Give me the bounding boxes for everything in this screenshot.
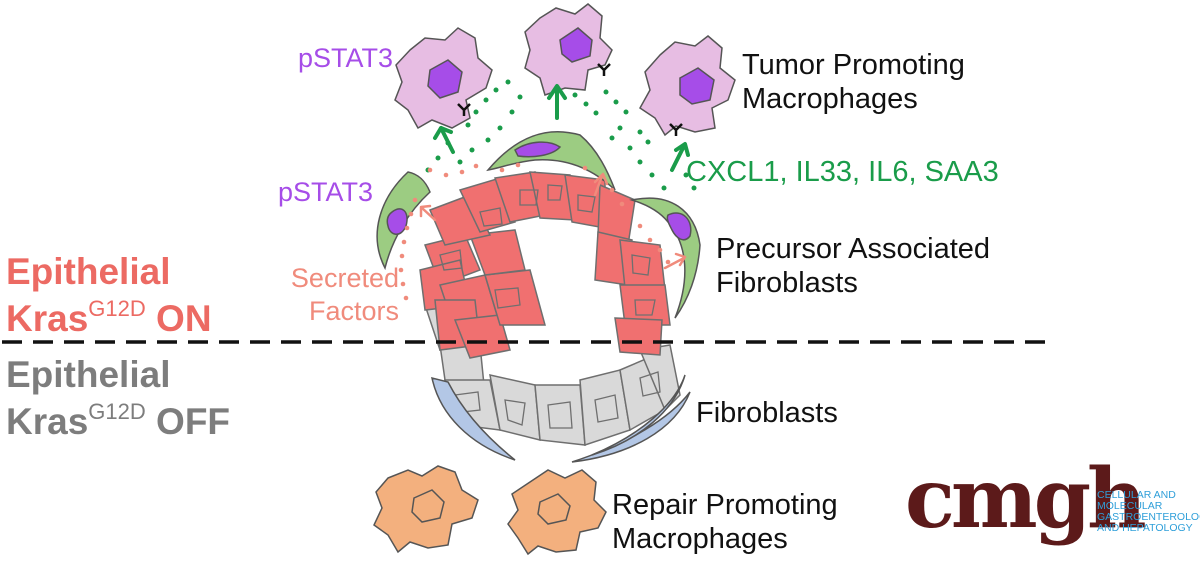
logo-subtitle: CELLULAR AND MOLECULAR GASTROENTEROLOGY …	[1097, 490, 1200, 534]
kras-on-mutation: G12D	[88, 295, 146, 321]
paf-line1: Precursor Associated	[716, 233, 991, 265]
paf-line2: Fibroblasts	[716, 267, 858, 300]
tumor-macrophages-label: Tumor Promoting Macrophages	[742, 48, 965, 116]
repair-promoting-macrophages	[373, 465, 607, 556]
repair-macrophages-line1: Repair Promoting	[612, 489, 838, 521]
kras-on-label: Epithelial KrasG12D ON	[6, 249, 212, 343]
kras-off-mutation: G12D	[88, 398, 146, 424]
secreted-factors-label: Secreted Factors	[287, 262, 399, 328]
kras-off-gene: Kras	[6, 400, 89, 442]
precursor-associated-fibroblasts	[376, 131, 701, 319]
repair-macrophages-line2: Macrophages	[612, 523, 788, 556]
logo-wordmark: cmgh	[905, 451, 1147, 547]
secreted-factor-arrows	[419, 172, 687, 270]
kras-off-state: OFF	[156, 400, 231, 442]
secreted-line1: Secreted	[290, 263, 399, 293]
logo-subtitle-line: MOLECULAR	[1097, 500, 1163, 512]
resting-fibroblasts	[431, 374, 691, 463]
logo-subtitle-line: AND HEPATOLOGY	[1097, 522, 1193, 534]
kras-on-state: ON	[156, 297, 212, 339]
logo-subtitle-line: GASTROENTEROLOGY	[1097, 511, 1200, 523]
fibroblasts-label: Fibroblasts	[696, 397, 838, 429]
kras-on-epithelium	[419, 171, 671, 359]
tumor-promoting-macrophages	[394, 3, 736, 137]
kras-on-line2: KrasG12D ON	[6, 296, 212, 343]
kras-off-label: Epithelial KrasG12D OFF	[6, 352, 230, 446]
repair-macrophages-label: Repair Promoting Macrophages	[612, 488, 838, 556]
cytokine-arrows	[433, 84, 690, 172]
secreted-line2: Factors	[308, 295, 399, 326]
paf-label: Precursor Associated Fibroblasts	[716, 232, 990, 300]
cytokine-dots	[425, 79, 697, 191]
receptor-markers	[457, 63, 683, 136]
kras-on-line1: Epithelial	[6, 251, 171, 292]
kras-off-line1: Epithelial	[6, 354, 171, 395]
cytokines-label: CXCL1, IL33, IL6, SAA3	[686, 156, 999, 188]
logo-subtitle-line: CELLULAR AND	[1097, 489, 1176, 501]
pstat3-label-side: pSTAT3	[278, 177, 374, 207]
pstat3-label-top: pSTAT3	[298, 43, 394, 73]
tumor-macrophages-line1: Tumor Promoting	[742, 49, 965, 81]
tumor-macrophages-line2: Macrophages	[742, 83, 918, 116]
kras-on-gene: Kras	[6, 297, 89, 339]
kras-off-line2: KrasG12D OFF	[6, 399, 230, 446]
secreted-factor-dots	[398, 162, 671, 301]
